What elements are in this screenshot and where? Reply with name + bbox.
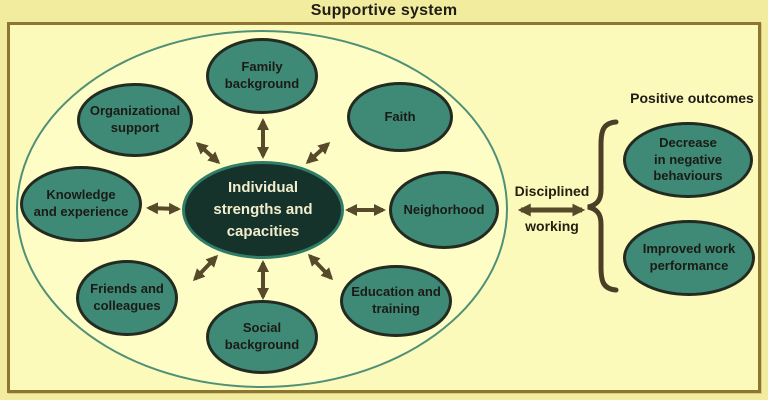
- factor-ellipse-faith: Faith: [347, 82, 453, 152]
- positive-outcomes-heading: Positive outcomes: [630, 90, 754, 106]
- outcome-ellipse-improved-work-performance: Improved work performance: [623, 220, 755, 296]
- factor-ellipse-organizational-support: Organizational support: [77, 83, 193, 157]
- disciplined-label: Disciplined: [514, 183, 590, 199]
- factor-ellipse-neighborhood: Neighorhood: [389, 171, 499, 249]
- factor-ellipse-friends-and-colleagues: Friends and colleagues: [76, 260, 178, 336]
- diagram-title: Supportive system: [310, 2, 458, 19]
- center-ellipse-individual-strengths: Individual strengths and capacities: [182, 161, 344, 259]
- factor-ellipse-social-background: Social background: [206, 300, 318, 374]
- factor-ellipse-knowledge-and-experience: Knowledge and experience: [20, 166, 142, 242]
- outcome-ellipse-decrease-negative-behaviours: Decrease in negative behaviours: [623, 122, 753, 198]
- factor-ellipse-family-background: Family background: [206, 38, 318, 114]
- working-label: working: [525, 218, 579, 234]
- factor-ellipse-education-and-training: Education and training: [340, 265, 452, 337]
